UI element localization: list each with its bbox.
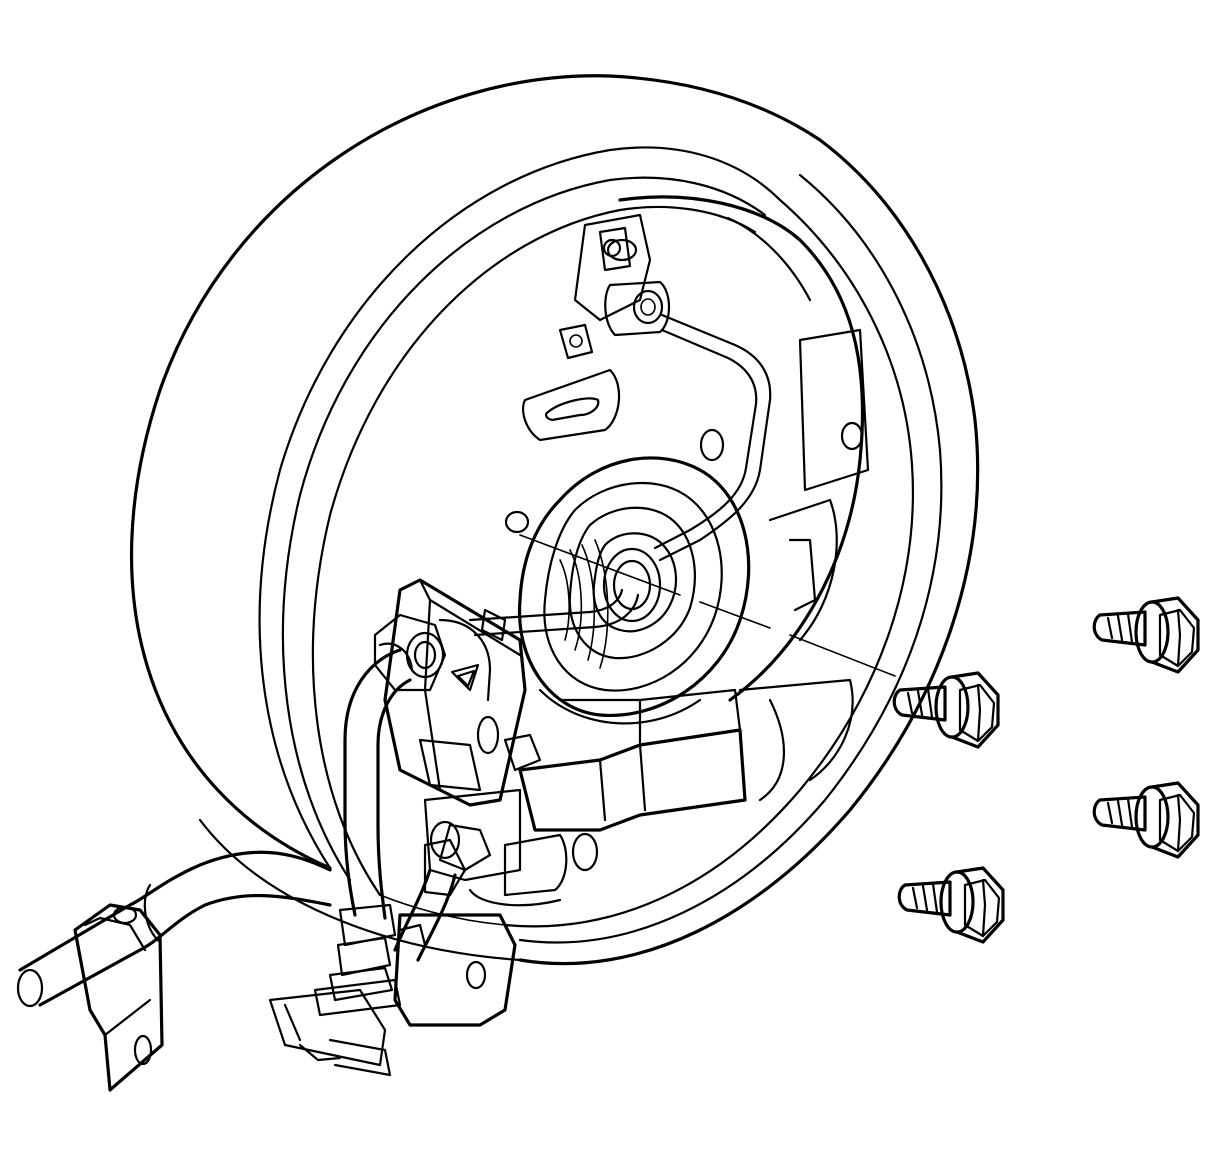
bolt-4 bbox=[897, 866, 1005, 944]
wheel-hub bbox=[517, 456, 751, 725]
bolt-1 bbox=[1092, 596, 1200, 674]
axle-tube bbox=[16, 850, 332, 1008]
bolt-2 bbox=[892, 671, 1000, 749]
wheel-cylinder bbox=[373, 578, 542, 807]
hose-bracket bbox=[268, 913, 517, 1077]
assembly-axis-line bbox=[519, 534, 896, 677]
brake-hose bbox=[313, 648, 467, 1017]
brake-backing-plate bbox=[504, 195, 870, 802]
brake-pipe bbox=[468, 313, 772, 637]
lower-anchor bbox=[423, 688, 747, 907]
bolt-3 bbox=[1092, 781, 1200, 859]
axle-bracket bbox=[73, 903, 164, 1092]
brake-drum bbox=[129, 74, 980, 966]
